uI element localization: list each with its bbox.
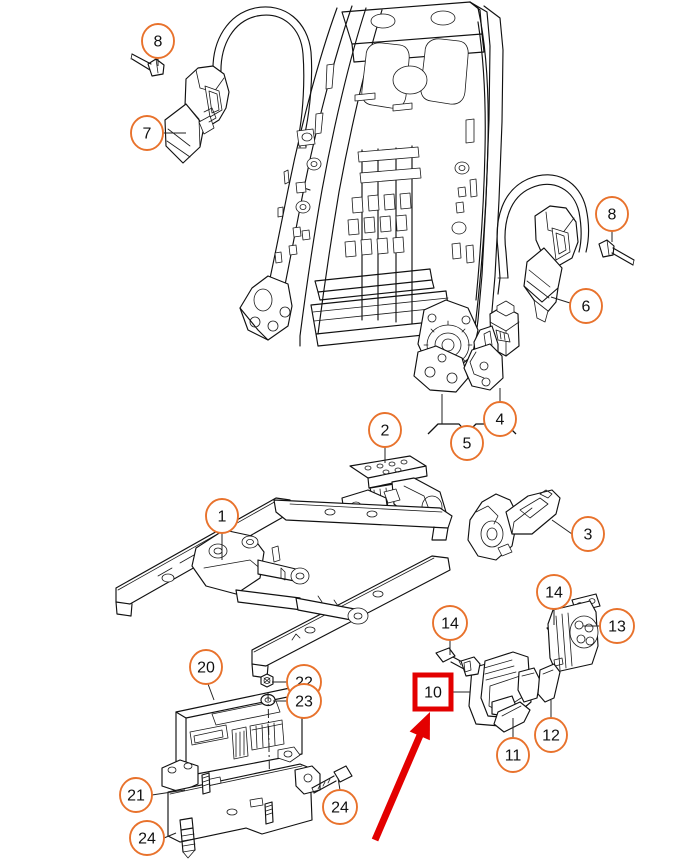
- callout-7-c7[interactable]: 7: [130, 115, 186, 151]
- part-1-seat-rail-assembly: [115, 497, 453, 679]
- callout-leader-line: [337, 777, 341, 791]
- part-8-cable-retaining-pin-right: [598, 239, 635, 266]
- callout-number: 5: [463, 436, 472, 453]
- callout-number: 24: [138, 831, 156, 848]
- callout-bubble: [450, 425, 484, 461]
- callout-number: 11: [505, 748, 522, 765]
- callout-4-c4[interactable]: 4: [483, 388, 517, 437]
- callout-bubble: [322, 789, 358, 825]
- callout-bubble: [205, 498, 239, 534]
- callout-number: 6: [582, 299, 591, 316]
- seat-backrest-frame: [239, 1, 504, 393]
- part-22-hex-nut: [260, 673, 274, 688]
- callout-11-c11[interactable]: 11: [496, 718, 530, 773]
- callout-14-c14a[interactable]: 14: [536, 574, 572, 625]
- callout-bubble: [129, 820, 165, 856]
- callout-bubble: [496, 737, 530, 773]
- callout-number: 4: [496, 412, 505, 429]
- callout-leader-line: [551, 519, 573, 535]
- part-11-switch-knob-lower: [493, 701, 531, 733]
- callout-number: 3: [584, 527, 593, 544]
- callout-number: 2: [381, 423, 390, 440]
- highlight-layer: 10: [371, 672, 454, 842]
- callout-bubble: [571, 516, 605, 552]
- callout-8-c8a[interactable]: 8: [141, 23, 175, 66]
- callout-bubble: [286, 683, 322, 719]
- highlight-box-part-10: [412, 672, 454, 712]
- callout-bubble: [569, 288, 603, 324]
- callout-number: 24: [331, 800, 349, 817]
- callout-number: 20: [197, 660, 215, 677]
- callout-leader-line: [550, 296, 571, 304]
- callout-leader-line: [163, 832, 177, 839]
- part-12-switch-knob-upper: [537, 663, 561, 703]
- callout-bubble: [130, 115, 164, 151]
- callout-bubble: [189, 649, 223, 685]
- highlight-arrow-head: [409, 712, 430, 741]
- callout-bubble: [536, 574, 572, 610]
- callout-bubble: [595, 196, 629, 232]
- callout-bubble: [368, 412, 402, 448]
- part-7-lumbar-actuator-left: [164, 6, 313, 164]
- part-20-seat-control-module: [175, 687, 303, 777]
- callout-3-c3[interactable]: 3: [551, 516, 605, 552]
- callout-20-c20[interactable]: 20: [189, 649, 223, 701]
- part-8-cable-retaining-pin-left: [130, 53, 165, 77]
- part-6-lumbar-actuator-right: [496, 174, 590, 323]
- callout-1-c1[interactable]: 1: [205, 498, 239, 560]
- callout-21-c21[interactable]: 21: [119, 777, 186, 813]
- callout-layer: 878645213141314101112202223212424: [119, 23, 635, 856]
- callout-2-c2[interactable]: 2: [368, 412, 402, 463]
- callout-number: 23: [295, 694, 313, 711]
- callout-number: 8: [608, 207, 617, 224]
- callout-number: 21: [127, 788, 145, 805]
- callout-24-c24b[interactable]: 24: [129, 820, 177, 856]
- part-3-tilt-gear-drive: [467, 489, 561, 561]
- callout-14-c14b[interactable]: 14: [432, 605, 468, 655]
- callout-bubble: [483, 401, 517, 437]
- callout-bubble: [432, 605, 468, 641]
- callout-12-c12[interactable]: 12: [534, 700, 568, 753]
- callout-23-c23[interactable]: 23: [273, 683, 322, 719]
- part-24-screw-left: [179, 817, 196, 859]
- callout-number: 1: [218, 509, 227, 526]
- callout-number: 13: [608, 619, 626, 636]
- callout-5-c5[interactable]: 5: [450, 425, 484, 461]
- callout-13-c13[interactable]: 13: [583, 608, 635, 644]
- callout-6-c6[interactable]: 6: [550, 288, 603, 324]
- callout-leader-line: [207, 683, 215, 701]
- assembly-axis: [267, 691, 271, 807]
- callout-8-c8b[interactable]: 8: [595, 196, 629, 242]
- highlight-box-number: 10: [424, 685, 442, 702]
- callout-number: 8: [154, 34, 163, 51]
- callout-leader-line: [151, 789, 186, 796]
- callout-bubble: [534, 717, 568, 753]
- highlight-arrow-shaft: [371, 730, 425, 842]
- callout-number: 14: [545, 585, 563, 602]
- part-4-recliner-motor: [463, 300, 520, 391]
- callout-number: 7: [143, 126, 152, 143]
- callout-number: 12: [542, 728, 560, 745]
- part-21-control-module-bracket: [161, 759, 321, 843]
- callout-bubble: [119, 777, 153, 813]
- callout-24-c24a[interactable]: 24: [322, 777, 358, 825]
- callout-number: 14: [441, 616, 459, 633]
- callout-bubble: [599, 608, 635, 644]
- callout-bubble: [141, 23, 175, 59]
- part-13-memory-switch-module: [547, 593, 601, 673]
